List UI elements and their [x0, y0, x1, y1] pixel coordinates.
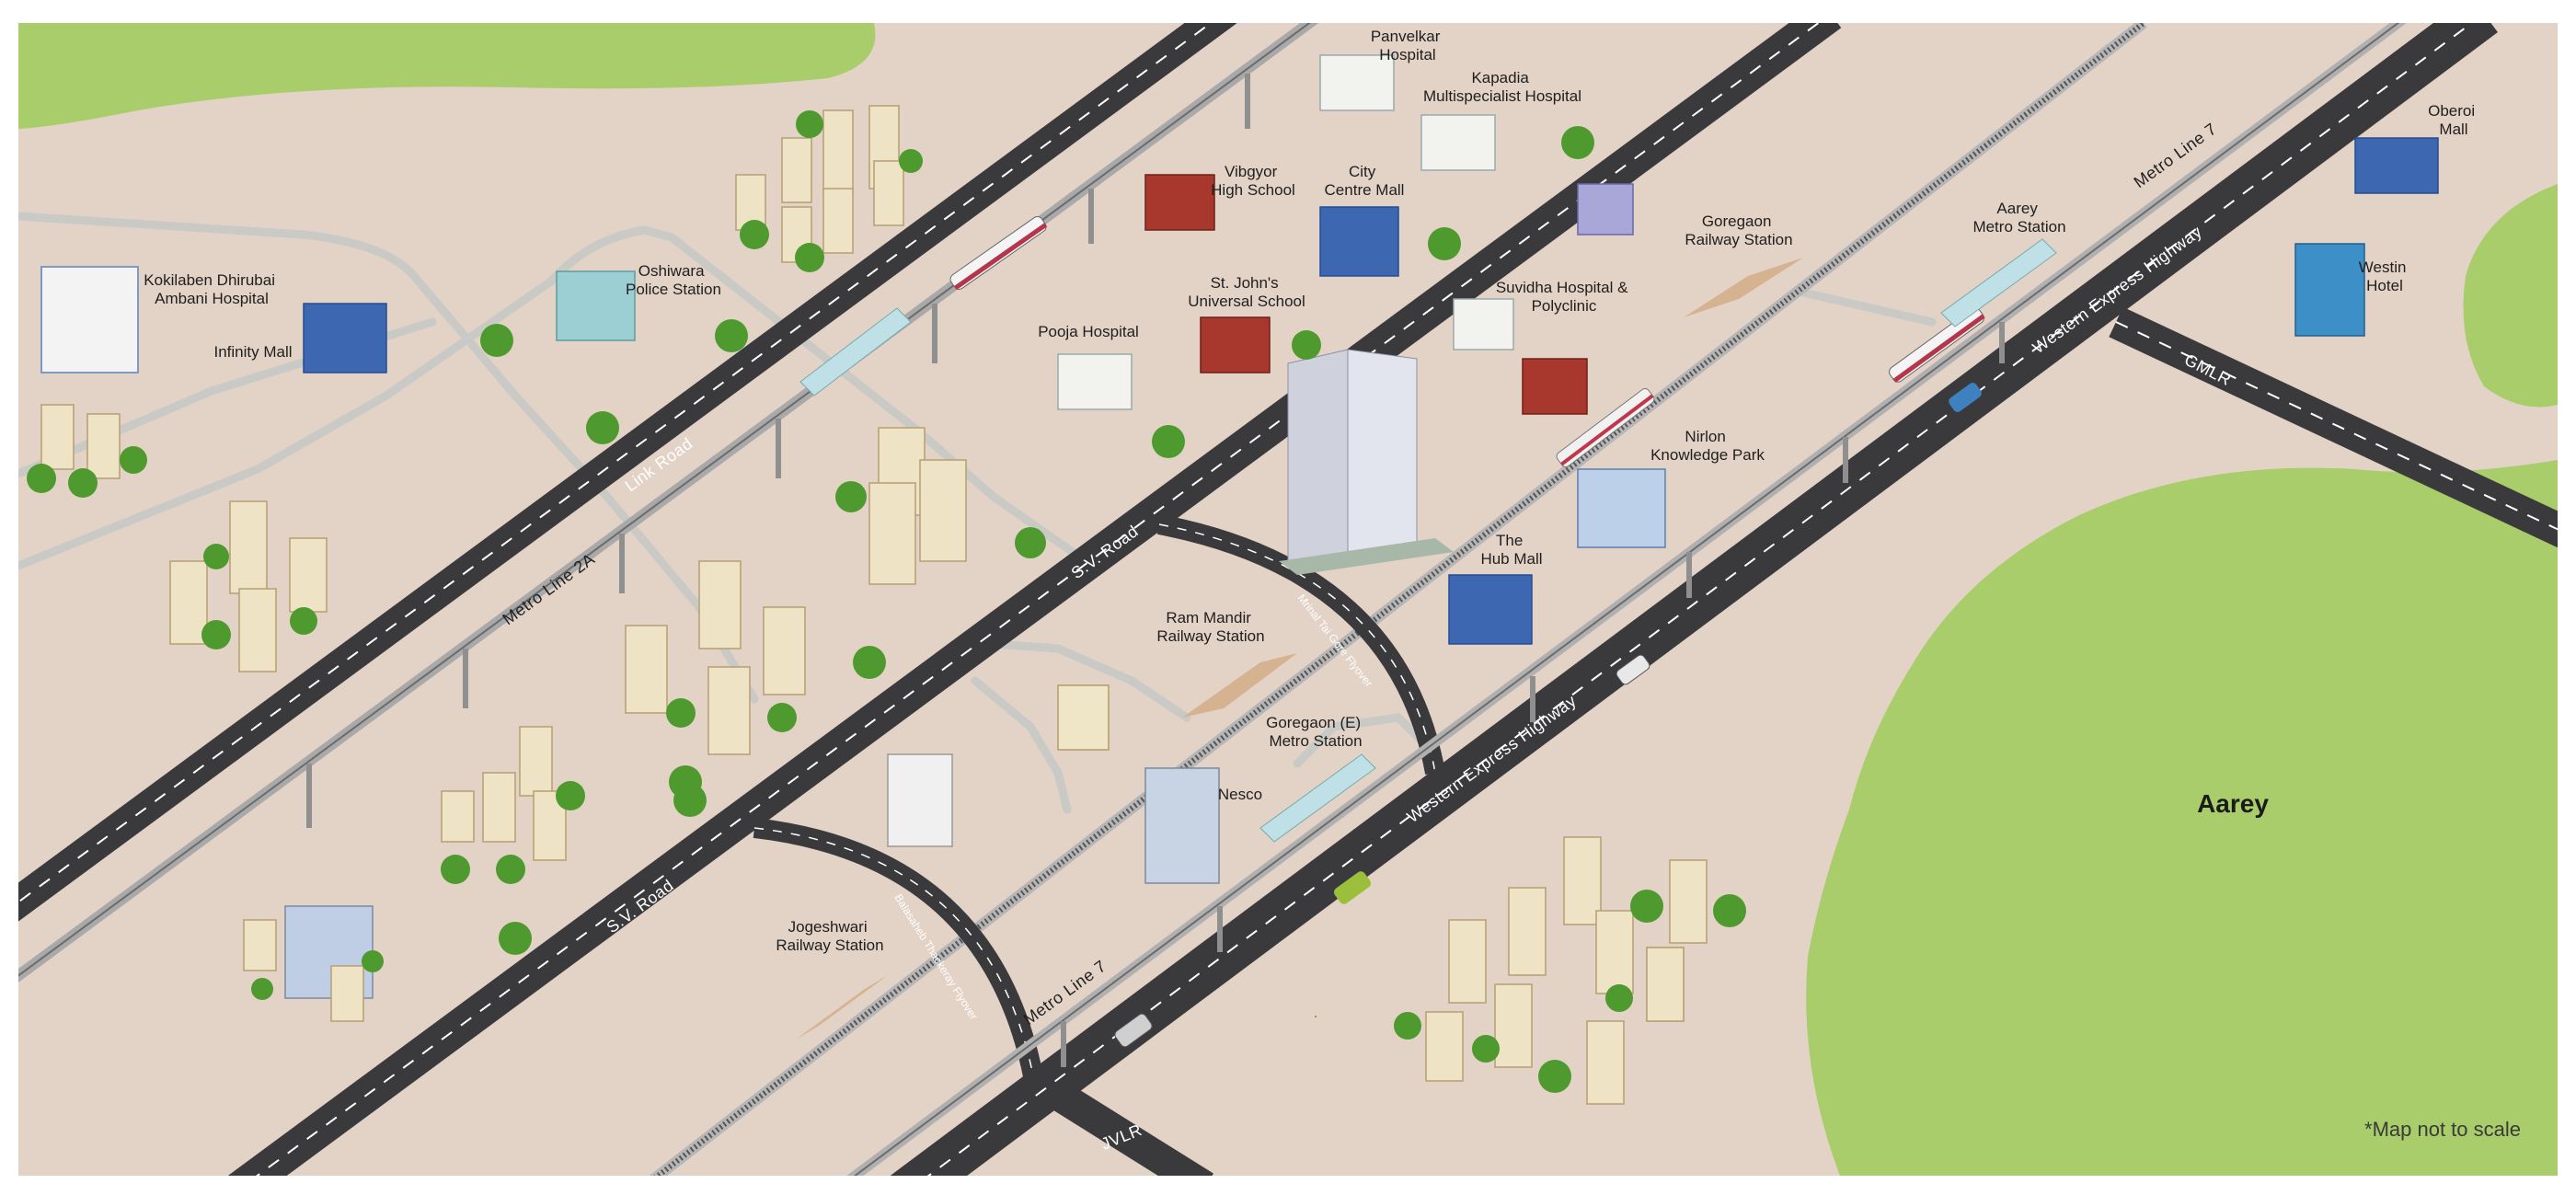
landmark-label-westin: Westin Hotel — [2359, 259, 2410, 294]
landmark-label-kokilaben: Kokilaben Dhirubai Ambani Hospital — [144, 271, 279, 307]
metro-train-2a — [949, 216, 1048, 291]
buildings — [40, 54, 2439, 999]
aarey-area-label: Aarey — [2197, 789, 2269, 818]
goregaon-e-metro-station-platform — [1259, 753, 1376, 843]
green-area-right-edge — [2463, 184, 2558, 408]
landmark-label-oshiwara: Oshiwara Police Station — [626, 262, 721, 298]
oshiwara-metro-station-platform — [799, 307, 912, 396]
green-area-aarey — [1806, 460, 2558, 1176]
map-not-to-scale-note: *Map not to scale — [2364, 1118, 2521, 1141]
residential-blocks — [40, 105, 1708, 1105]
car-green — [1333, 871, 1372, 904]
link-road — [18, 23, 1237, 922]
landmark-label-city-centre-mall: City Centre Mall — [1325, 163, 1405, 199]
landmark-label-suvidha: Suvidha Hospital & Polyclinic — [1496, 279, 1632, 315]
ram-mandir-railway-platform — [1182, 653, 1297, 718]
metro-train-7 — [1889, 307, 1985, 383]
landmark-label-pooja-hospital: Pooja Hospital — [1038, 323, 1139, 340]
railway-line — [653, 23, 2145, 1176]
car-grey — [1114, 1013, 1153, 1048]
project-tower — [1279, 349, 1454, 575]
metro-line-7-edge — [853, 23, 2400, 1176]
landmark-label-vibgyor: Vibgyor High School — [1211, 163, 1295, 199]
landmark-label-hub-mall: The Hub Mall — [1480, 532, 1542, 568]
aarey-metro-station-platform — [1940, 238, 2057, 327]
landmark-label-infinity-mall: Infinity Mall — [213, 343, 292, 361]
car-blue — [1949, 383, 1982, 412]
trees — [27, 110, 1746, 1093]
landmark-label-nesco: Nesco — [1218, 786, 1262, 803]
green-area-top-left — [18, 23, 876, 129]
gmlr-dashes — [2115, 321, 2558, 531]
landmark-label-nirlon: Nirlon Knowledge Park — [1650, 428, 1765, 464]
weh-dashes — [926, 23, 2474, 1176]
landmark-label-oberoi-mall: Oberoi Mall — [2428, 102, 2479, 138]
landmark-label-panvelkar: Panvelkar Hospital — [1371, 28, 1444, 63]
metro-line-2a-edge — [18, 23, 1311, 977]
jvlr-road — [1049, 1081, 1214, 1176]
metro-2a-pillars — [306, 74, 1250, 828]
jogeshwari-railway-platform — [796, 975, 888, 1040]
landmark-label-goregaon-railway: Goregaon Railway Station — [1685, 213, 1792, 248]
sv-road-dashes — [256, 23, 1821, 1176]
local-train — [1556, 388, 1655, 467]
landmark-label-ram-mandir: Ram Mandir Railway Station — [1156, 609, 1264, 645]
landmark-label-kapadia: Kapadia Multispecialist Hospital — [1423, 69, 1581, 105]
car-white — [1616, 654, 1650, 685]
balasaheb-flyover-dashes — [753, 827, 1036, 1086]
landmark-label-jogeshwari: Jogeshwari Railway Station — [776, 918, 883, 954]
metro-7-pillars — [1061, 322, 2005, 1067]
landmark-label-goregaon-e-metro: Goregaon (E) Metro Station — [1266, 714, 1365, 750]
goregaon-railway-platform — [1684, 258, 1803, 317]
landmark-label-st-johns: St. John's Universal School — [1188, 274, 1305, 310]
landmark-label-aarey-metro: Aarey Metro Station — [1972, 200, 2065, 236]
mrinal-flyover-dashes — [1158, 523, 1436, 774]
